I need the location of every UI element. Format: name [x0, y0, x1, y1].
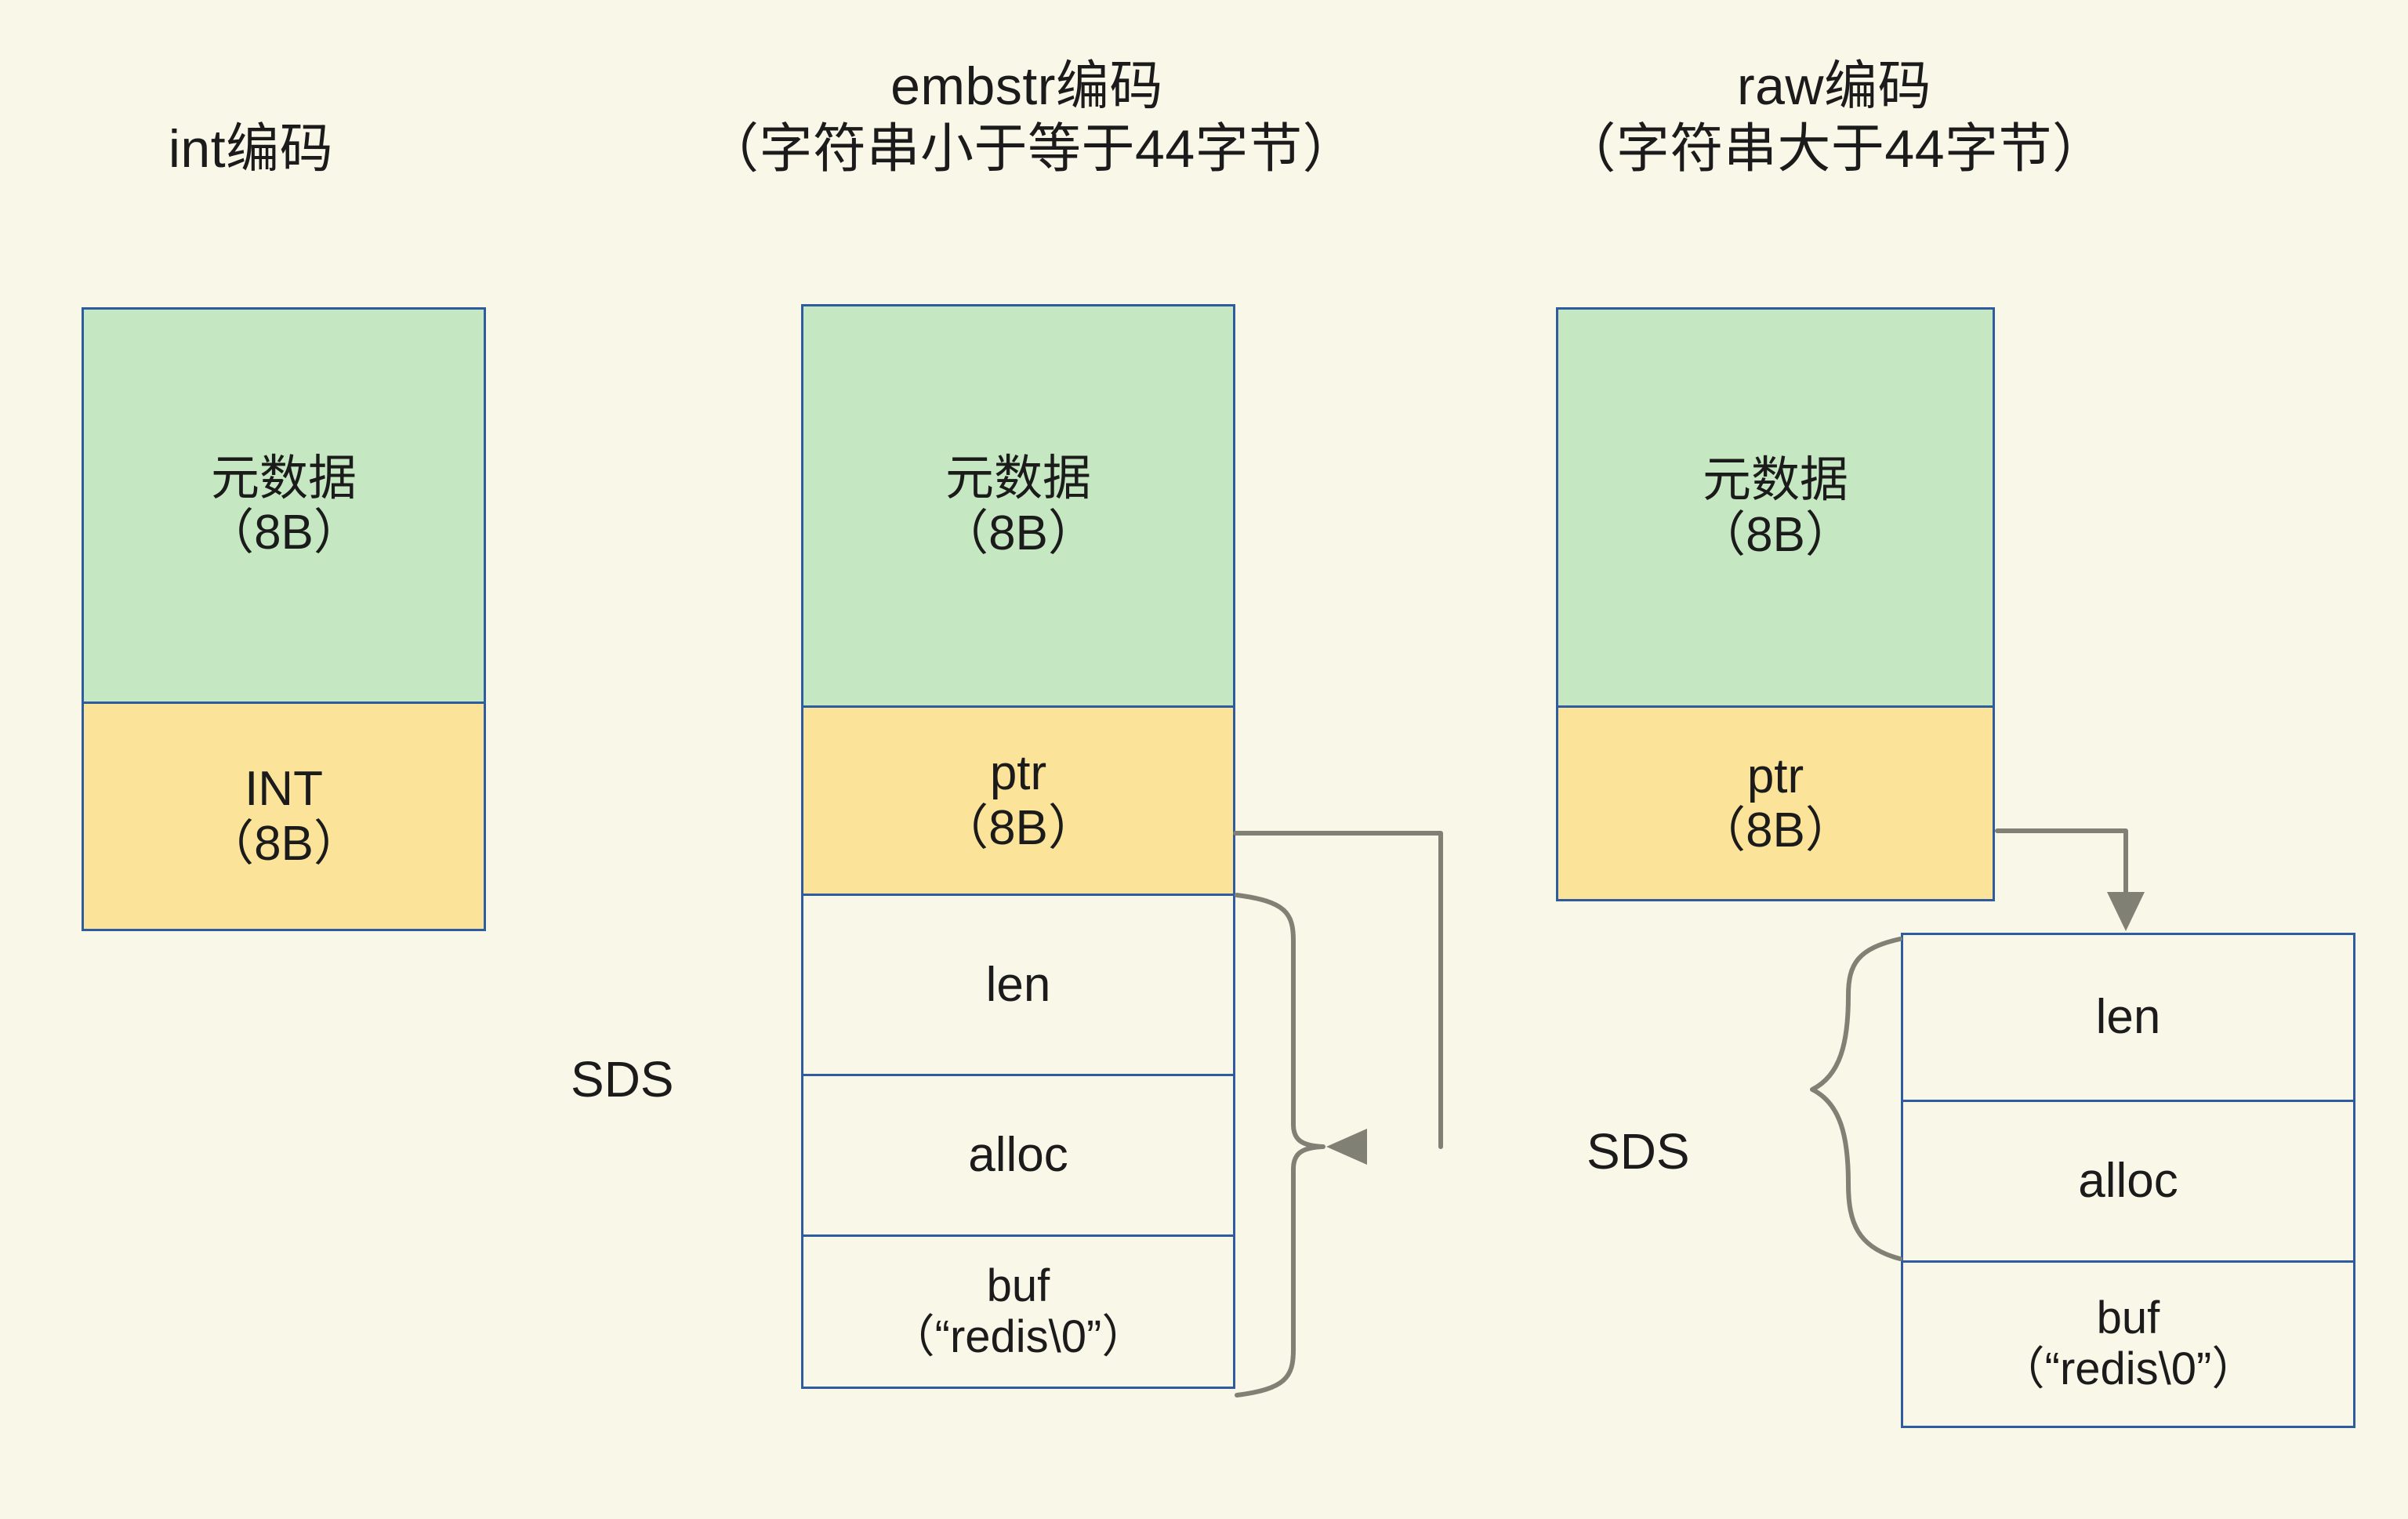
header-int-encoding: int编码 [47, 118, 455, 180]
embstr-ptr-size: （8B） [940, 800, 1097, 855]
header-raw-line1: raw编码 [1736, 56, 1932, 116]
raw-len-cell: len [1901, 933, 2355, 1102]
header-raw-encoding: raw编码 （字符串大于44字节） [1474, 55, 2195, 180]
embstr-alloc-label: alloc [968, 1128, 1068, 1183]
raw-ptr-size: （8B） [1697, 803, 1854, 857]
raw-sds-brace [1810, 937, 1902, 1261]
int-value-label: INT [245, 762, 323, 817]
raw-ptr-label: ptr [1746, 749, 1804, 803]
raw-metadata-label: 元数据 [1702, 453, 1848, 508]
raw-metadata-size: （8B） [1697, 507, 1854, 562]
raw-buf-cell: buf （“redis\0”） [1901, 1260, 2355, 1428]
embstr-len-cell: len [801, 894, 1235, 1076]
int-value-cell: INT （8B） [82, 701, 486, 931]
raw-sds-label: SDS [1587, 1123, 1690, 1180]
header-embstr-line1: embstr编码 [890, 56, 1163, 116]
raw-arrowhead-icon [2107, 892, 2145, 931]
embstr-ptr-connector-line [1233, 831, 1443, 1149]
header-int-line1: int编码 [168, 119, 334, 179]
raw-metadata-cell: 元数据 （8B） [1556, 307, 1995, 708]
raw-ptr-connector-line [1995, 828, 2128, 904]
raw-ptr-cell: ptr （8B） [1556, 705, 1995, 901]
embstr-metadata-label: 元数据 [945, 451, 1091, 506]
int-value-size: （8B） [205, 816, 362, 871]
embstr-metadata-size: （8B） [940, 506, 1097, 560]
embstr-buf-label: buf [986, 1260, 1050, 1311]
int-metadata-label: 元数据 [210, 451, 357, 506]
raw-buf-value: （“redis\0”） [1999, 1343, 2258, 1394]
embstr-buf-value: （“redis\0”） [889, 1311, 1148, 1362]
embstr-alloc-cell: alloc [801, 1074, 1235, 1237]
header-raw-line2: （字符串大于44字节） [1562, 119, 2106, 179]
embstr-metadata-cell: 元数据 （8B） [801, 304, 1235, 708]
header-embstr-encoding: embstr编码 （字符串小于等于44字节） [705, 55, 1357, 180]
raw-buf-label: buf [2096, 1292, 2160, 1344]
embstr-len-label: len [985, 957, 1051, 1012]
embstr-arrowhead-icon [1326, 1129, 1367, 1165]
embstr-ptr-cell: ptr （8B） [801, 705, 1235, 896]
int-metadata-cell: 元数据 （8B） [82, 307, 486, 704]
raw-alloc-cell: alloc [1901, 1100, 2355, 1263]
embstr-sds-label: SDS [571, 1051, 674, 1108]
raw-alloc-label: alloc [2078, 1154, 2178, 1209]
int-metadata-size: （8B） [205, 506, 362, 560]
embstr-buf-cell: buf （“redis\0”） [801, 1234, 1235, 1389]
embstr-sds-brace [1235, 893, 1325, 1398]
header-embstr-line2: （字符串小于等于44字节） [705, 119, 1357, 179]
raw-len-label: len [2095, 990, 2161, 1045]
embstr-ptr-label: ptr [989, 746, 1047, 801]
